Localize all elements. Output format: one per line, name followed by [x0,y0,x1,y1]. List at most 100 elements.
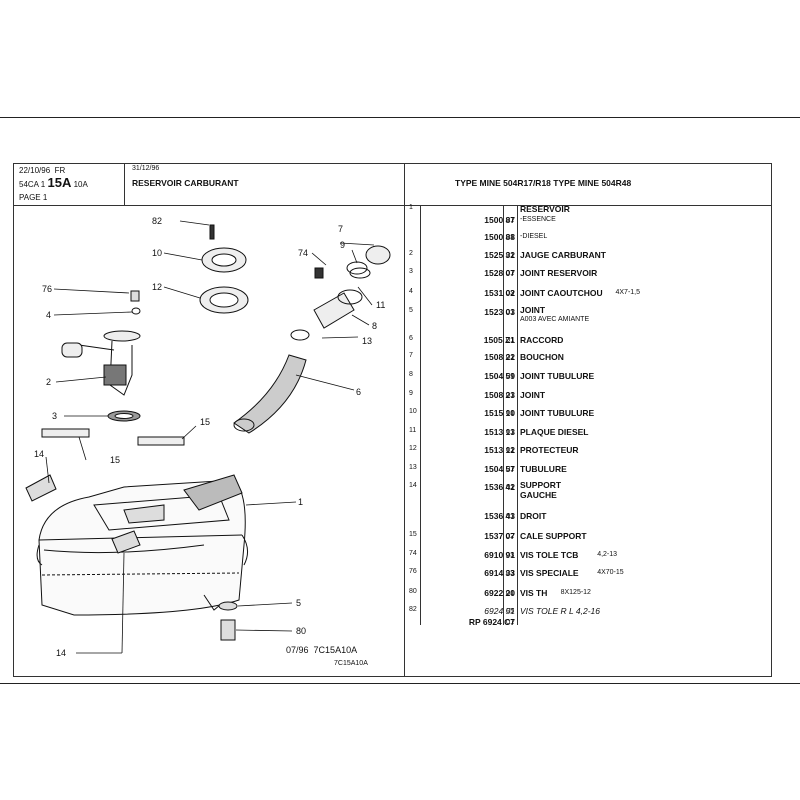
part-reference: 1525 32 [484,250,515,260]
part-dimension: 4,2-13 [597,551,618,558]
part-reference: 1508 22 [484,352,515,362]
part-quantity: 01 [506,408,515,417]
part-item-number: 82 [409,606,417,613]
part-quantity: 01 [506,250,515,259]
part-item-number: 15 [409,531,417,538]
part-quantity: 03 [506,288,515,297]
column-line [420,205,421,625]
part-quantity: 01 [506,482,515,491]
part-description: VIS SPECIALE [520,568,579,578]
part-description: RESERVOIR [520,204,570,214]
part-quantity: 01 [506,617,515,626]
divider [404,163,405,677]
part-reference: 1505 Z1 [483,335,515,345]
part-description: DROIT [520,511,547,521]
part-reference: 1536 43 [484,511,515,521]
header-page: PAGE 1 [19,193,48,202]
part-quantity: 03 [506,568,515,577]
part-description: JOINT [520,390,546,400]
part-reference: 6922 20 [484,588,515,598]
part-description: SUPPORT [520,480,562,490]
part-item-number: 11 [409,427,417,434]
part-reference: 1500 87 [484,215,515,225]
part-reference: 1504 57 [484,464,515,474]
part-item-number: 12 [409,445,417,452]
part-quantity: 01 [506,232,515,241]
part-dimension: 4X7-1,5 [615,289,641,296]
catalog-page-frame [13,163,772,677]
fuel-gauge [61,330,141,396]
part-item-number: 7 [409,352,413,359]
part-quantity: 01 [506,268,515,277]
part-reference: 6924 51 [484,606,515,616]
part-quantity: 01 [506,427,515,436]
part-description: JOINT RESERVOIR [520,268,598,278]
part-subtitle: -ESSENCE [520,216,556,223]
part-quantity: 01 [506,464,515,473]
part-description: PLAQUE DIESEL [520,427,589,437]
divider [13,205,772,206]
callout-4: 4 [46,310,51,320]
callout-80: 80 [296,626,306,636]
part-reference: 1537 07 [484,531,515,541]
part-quantity: 03 [506,550,515,559]
part-description-line2: GAUCHE [520,490,557,500]
part-quantity: 01 [506,390,515,399]
part-reference: 1531 02 [484,288,515,298]
callout-9: 9 [340,240,345,250]
part-reference: 1523 03 [484,307,515,317]
part-item-number: 2 [409,250,413,257]
part-item-number: 1 [409,204,413,211]
callout-8: 8 [372,321,377,331]
part-reference: 1536 42 [484,482,515,492]
part-reference: 1515 10 [484,408,515,418]
header-section: 54CA 1 15A 10A [19,175,88,190]
part-quantity: 01 [506,335,515,344]
part-description: VIS TOLE R L 4,2-16 [520,606,601,616]
callout-10: 10 [152,248,162,258]
part-description: VIS TH [520,588,548,598]
part-item-number: 14 [409,482,417,489]
part-description: RACCORD [520,335,564,345]
part-item-number: 80 [409,588,417,595]
part-quantity: 01 [506,371,515,380]
part-item-number: 74 [409,550,417,557]
column-line [503,205,504,625]
callout-15: 15 [110,455,120,465]
part-description: JOINT [520,305,546,315]
part-item-number: 76 [409,568,417,575]
part-item-number: 4 [409,288,413,295]
part-reference: 1508 23 [484,390,515,400]
header-date-left: 22/10/96 FR [19,166,66,175]
callout-82: 82 [152,216,162,226]
part-description: JOINT TUBULURE [520,371,595,381]
parts-row: 1 RESERVOIR [405,204,772,222]
part-item-number: 5 [409,307,413,314]
part-description: CALE SUPPORT [520,531,587,541]
part-reference: 6910 91 [484,550,515,560]
part-description: JOINT TUBULURE [520,408,595,418]
part-dimension: 4X70-15 [597,569,624,576]
page-title: RESERVOIR CARBURANT [132,178,239,188]
type-mine-heading: TYPE MINE 504R17/R18 TYPE MINE 504R48 [455,178,632,188]
callout-11: 11 [376,300,385,310]
part-reference: 1500 88 [484,232,515,242]
part-item-number: 3 [409,268,413,275]
callout-74: 74 [298,248,308,258]
